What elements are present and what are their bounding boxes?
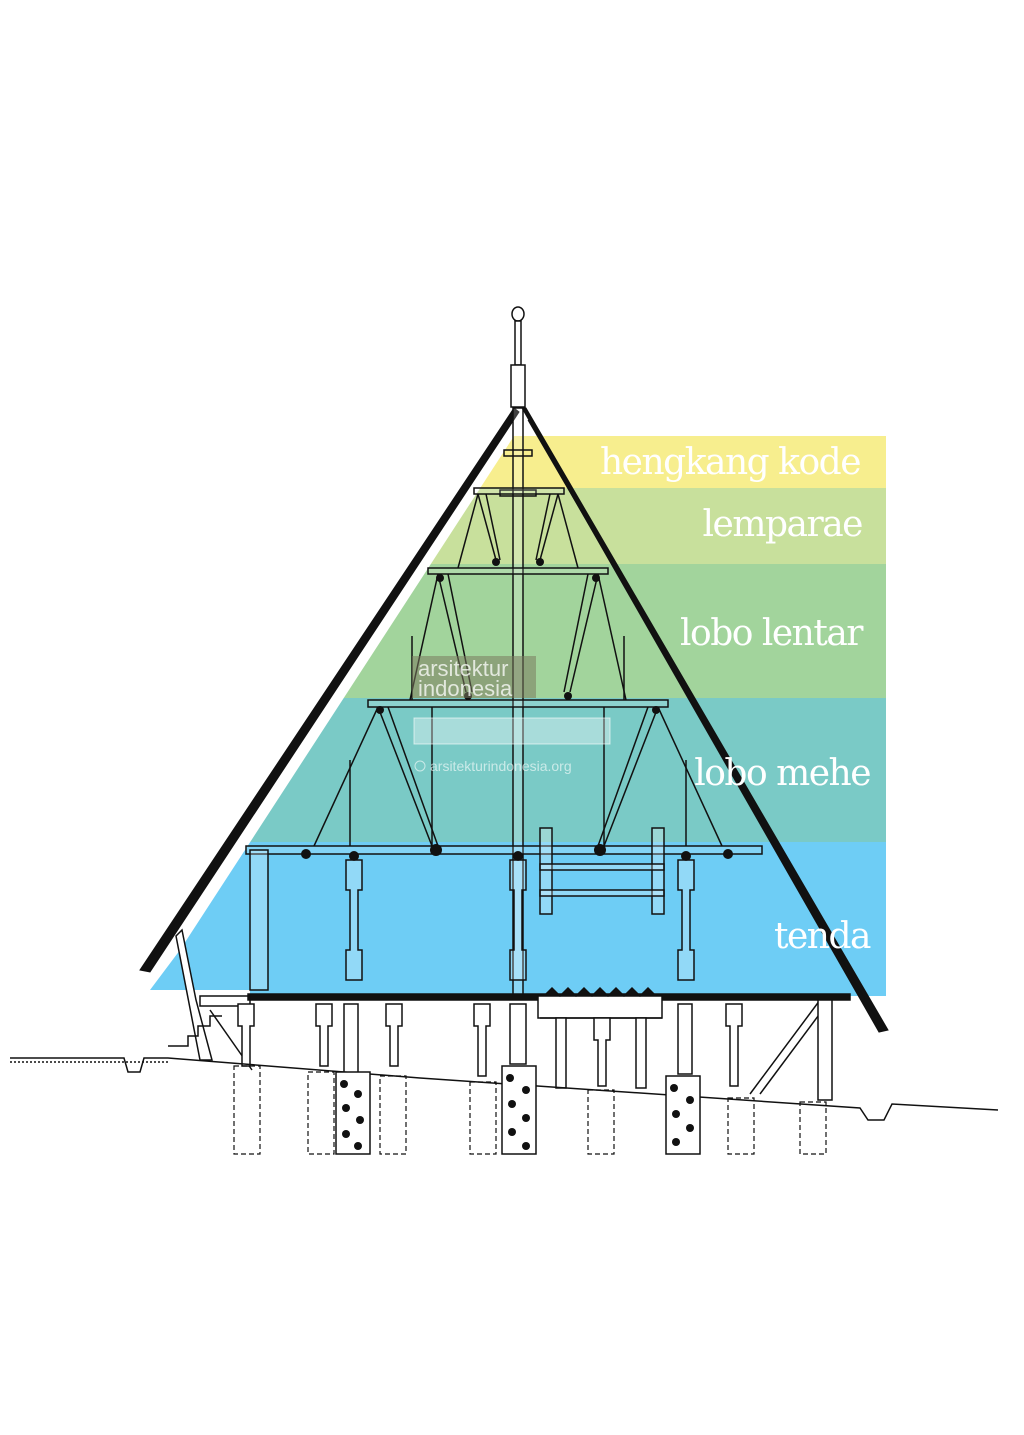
- roof-right-slope: [521, 407, 889, 1033]
- stone-footings: [335, 1065, 701, 1155]
- left-mask-bottom: [0, 990, 250, 1000]
- zone-label-tenda: tenda: [774, 916, 871, 957]
- roof-left-slope: [139, 407, 520, 973]
- hearth: [537, 986, 663, 1019]
- watermark-line-2: indonesia: [418, 676, 513, 701]
- ground: [10, 1057, 999, 1121]
- watermark-copyright-icon: [414, 760, 426, 772]
- foundations: [233, 1065, 827, 1155]
- right-eave-detail: [749, 999, 833, 1101]
- left-mask: [0, 430, 514, 990]
- watermark: arsitektur indonesia arsitekturindonesia…: [412, 656, 611, 774]
- zone-label-lobo-mehe: lobo mehe: [694, 753, 870, 794]
- stilts: [237, 1003, 743, 1089]
- beam-knobs: [301, 558, 733, 861]
- finial: [510, 306, 526, 408]
- truss-braces: [313, 493, 723, 847]
- watermark-line-1: arsitektur: [418, 656, 508, 681]
- roof: [139, 407, 889, 1033]
- zone-label-lemparae: lemparae: [703, 504, 863, 545]
- interior-columns: [249, 827, 695, 991]
- zone-label-lobo-lentar: lobo lentar: [680, 613, 864, 654]
- zone-label-hengkang-kode: hengkang kode: [600, 442, 860, 483]
- watermark-url: arsitekturindonesia.org: [430, 758, 572, 774]
- watermark-box: [412, 656, 536, 698]
- zone-labels: hengkang kode lemparae lobo lentar lobo …: [600, 442, 873, 957]
- watermark-bar: [413, 717, 611, 745]
